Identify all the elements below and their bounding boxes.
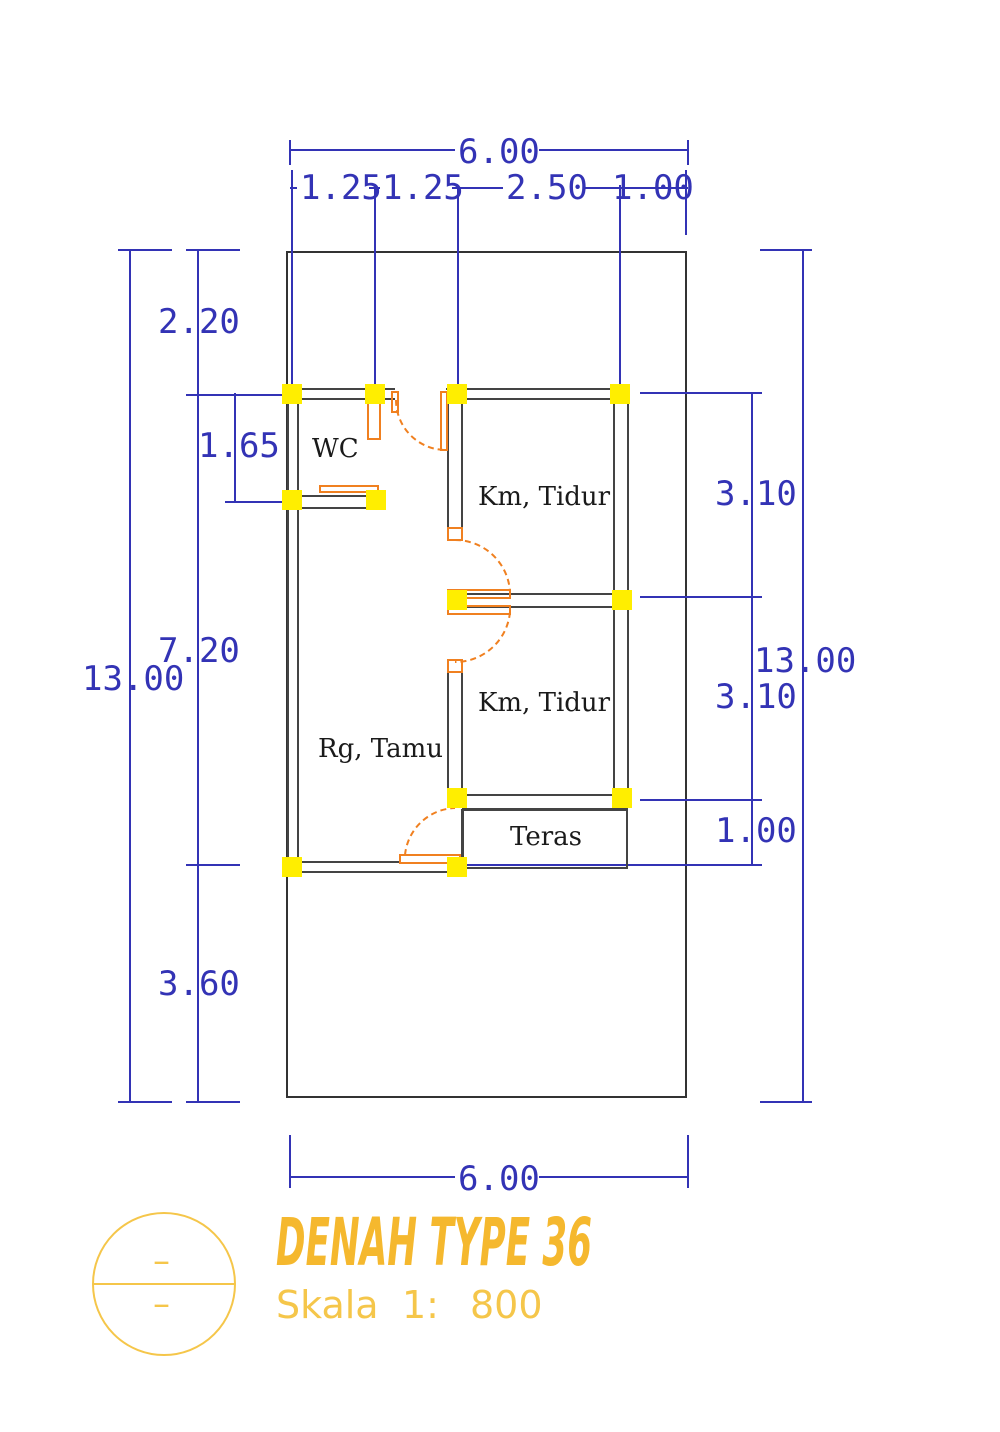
scale-label: Skala xyxy=(276,1283,379,1327)
room-label-terrace: Teras xyxy=(510,822,582,852)
dim-top-2: 1.25 xyxy=(382,168,464,208)
dim-left-2: 7.20 xyxy=(158,631,240,671)
dim-top-1: 1.25 xyxy=(300,168,382,208)
columns xyxy=(282,384,632,877)
scale-value: 800 xyxy=(470,1283,543,1327)
dim-left-wc: 1.65 xyxy=(198,426,280,466)
section-symbol: – – xyxy=(92,1212,236,1356)
room-label-wc: WC xyxy=(312,434,359,464)
dim-top-3: 2.50 xyxy=(506,168,588,208)
dim-left-3: 3.60 xyxy=(158,964,240,1004)
section-symbol-bottom: – xyxy=(153,1284,170,1324)
dim-top-total: 6.00 xyxy=(458,132,540,172)
room-label-living: Rg, Tamu xyxy=(318,734,443,764)
dim-bottom-total: 6.00 xyxy=(458,1159,540,1199)
dim-right-3: 1.00 xyxy=(715,811,797,851)
room-label-bedroom-1: Km, Tidur xyxy=(478,482,611,512)
site-boundary xyxy=(286,251,687,1098)
dim-left-1: 2.20 xyxy=(158,302,240,342)
drawing-title: DENAH TYPE 36 xyxy=(276,1204,592,1281)
dim-right-2: 3.10 xyxy=(715,677,797,717)
dim-top-4: 1.00 xyxy=(612,168,694,208)
scale-ratio: 1: xyxy=(402,1283,439,1327)
dim-right-total: 13.00 xyxy=(754,641,856,681)
dim-right-1: 3.10 xyxy=(715,474,797,514)
dimension-labels: 6.00 1.25 1.25 2.50 1.00 6.00 13.00 2.20… xyxy=(82,132,856,1199)
dimension-lines xyxy=(118,140,812,1188)
section-symbol-top: – xyxy=(153,1241,170,1281)
dim-left-total: 13.00 xyxy=(82,659,184,699)
room-label-bedroom-2: Km, Tidur xyxy=(478,688,611,718)
